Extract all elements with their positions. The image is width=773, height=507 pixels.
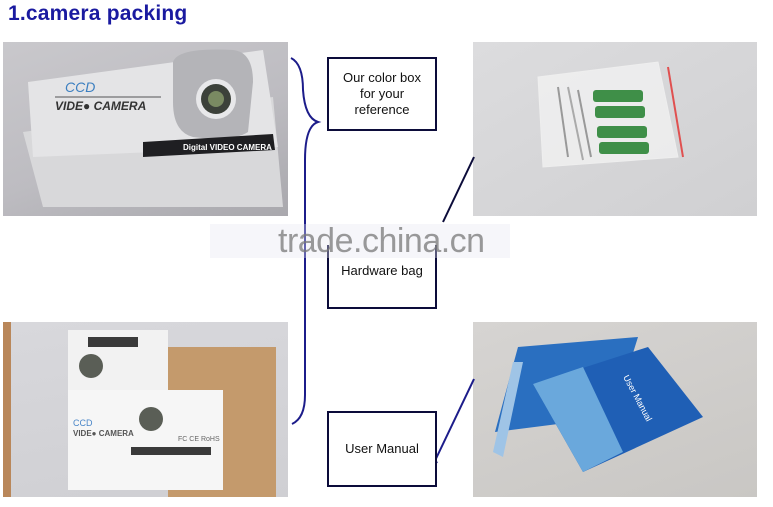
page-title: 1.camera packing (8, 2, 188, 25)
hardware-bag-illustration (537, 61, 684, 168)
camera-box-illustration: Digital VIDEO CAMERA CCD VIDE● CAMERA (23, 49, 283, 207)
photo-user-manual: User Manual (473, 322, 757, 497)
svg-text:VIDE● CAMERA: VIDE● CAMERA (55, 99, 146, 113)
callout-hardware-bag-text: Hardware bag (341, 263, 423, 278)
callout-user-manual: User Manual (327, 411, 437, 487)
user-manual-illustration: User Manual (493, 337, 703, 472)
svg-text:CCD: CCD (73, 418, 93, 428)
callout-color-box: Our color box for your reference (327, 57, 437, 131)
svg-text:CCD: CCD (65, 79, 95, 95)
photo-color-box-flat: CCD VIDE● CAMERA FC CE RoHS (3, 322, 288, 497)
svg-text:Digital VIDEO CAMERA: Digital VIDEO CAMERA (183, 143, 272, 152)
svg-text:VIDE● CAMERA: VIDE● CAMERA (73, 429, 134, 438)
flat-box-illustration: CCD VIDE● CAMERA FC CE RoHS (3, 322, 276, 497)
bracket-brace (290, 57, 322, 425)
callout-color-box-text: Our color box for your reference (342, 70, 422, 117)
callout-hardware-bag: Hardware bag (327, 245, 437, 309)
watermark: trade.china.cn (278, 222, 485, 260)
photo-hardware-bag (473, 42, 757, 216)
callout-user-manual-text: User Manual (345, 441, 419, 456)
watermark-band (210, 224, 510, 258)
svg-text:FC CE RoHS: FC CE RoHS (178, 436, 220, 443)
user-manual-arrow (431, 378, 475, 468)
photo-color-box-closed: Digital VIDEO CAMERA CCD VIDE● CAMERA (3, 42, 288, 216)
hardware-bag-pointer (442, 156, 475, 223)
